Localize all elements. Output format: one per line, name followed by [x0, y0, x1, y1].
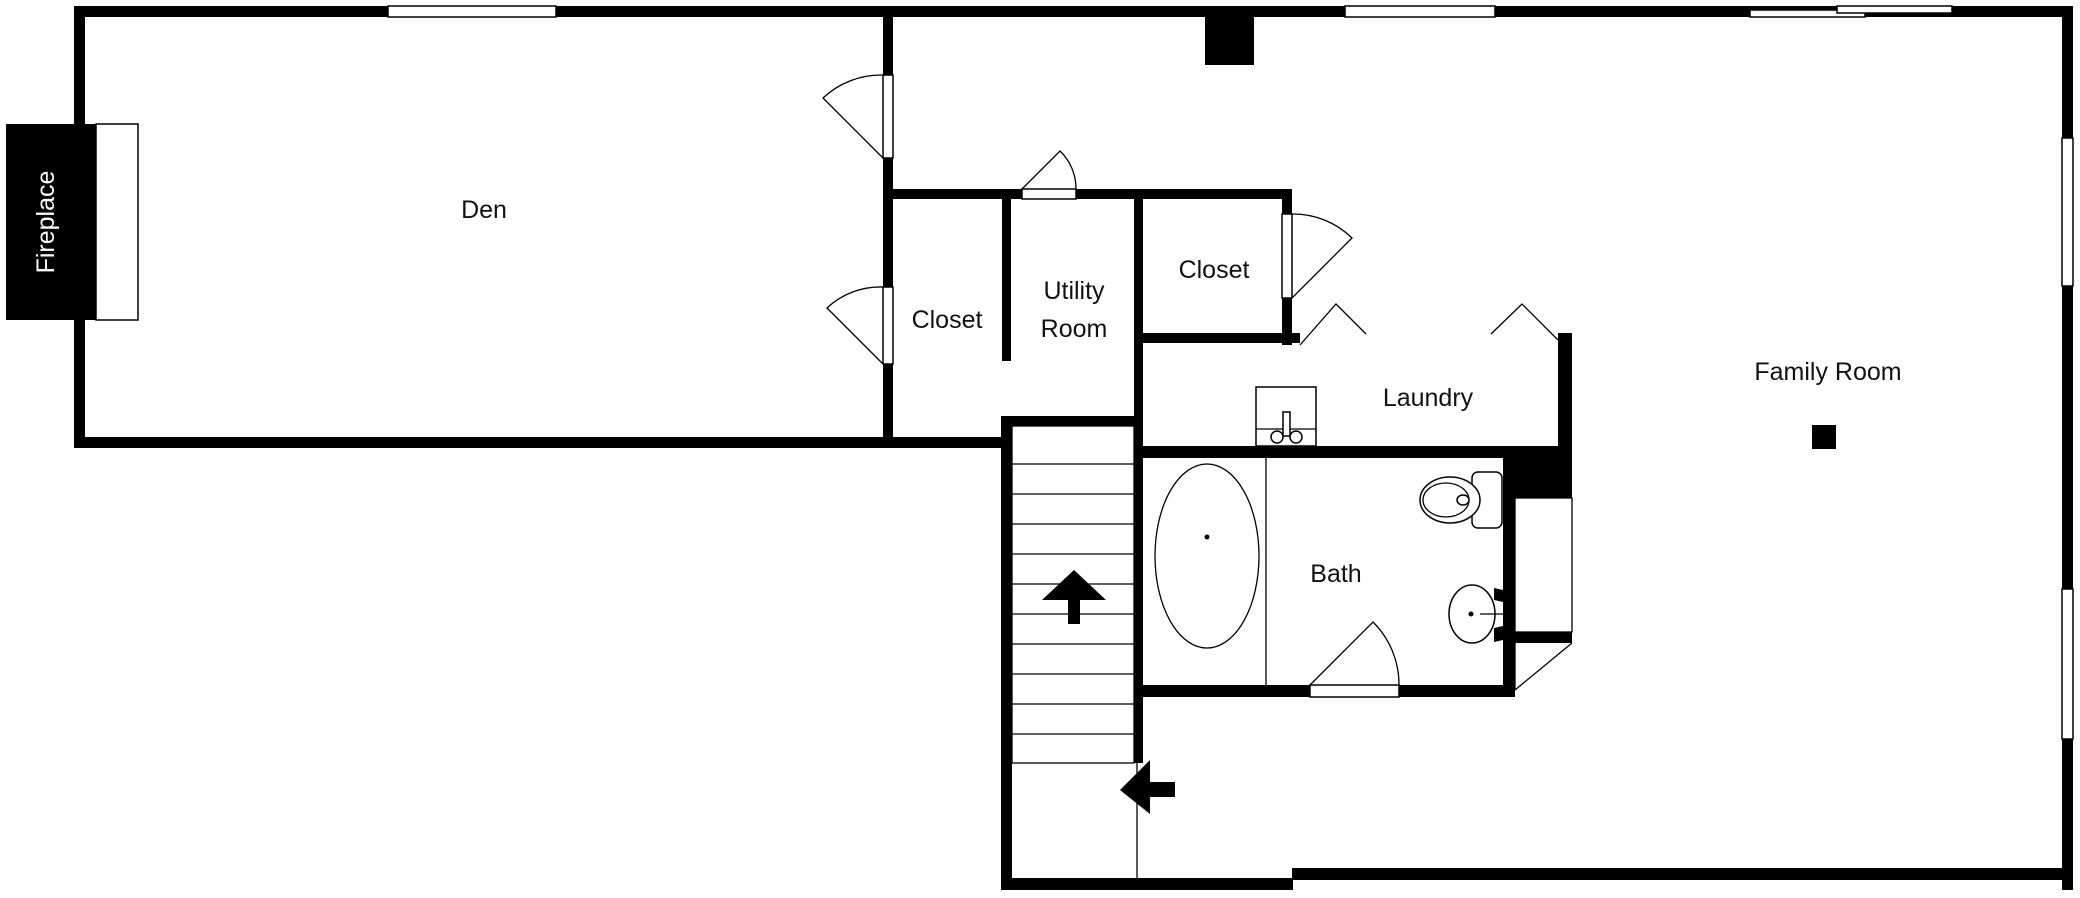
windows	[387, 5, 2074, 740]
stair-outline	[1011, 425, 1135, 764]
room-label-utility-2: Room	[1041, 315, 1108, 343]
wall-stair-right	[1134, 193, 1143, 763]
door-utility	[1021, 150, 1077, 200]
room-label-utility-1: Utility	[1043, 277, 1105, 305]
room-label-closet-left: Closet	[912, 306, 983, 334]
window-right-upper	[2061, 137, 2074, 287]
door-den-lower	[826, 286, 894, 365]
room-label-den: Den	[461, 196, 507, 224]
arrow-up-icon	[1042, 570, 1106, 624]
wall-rcloset-bottom	[1143, 333, 1300, 343]
bathtub	[1154, 458, 1267, 685]
fixtures	[1154, 386, 1503, 685]
toilet	[1419, 471, 1503, 529]
laundry-sink	[1255, 386, 1317, 447]
wall-closet-top	[883, 189, 1292, 199]
wall-bottom-right	[1292, 868, 2073, 880]
wall-bottom-left	[1001, 878, 1293, 890]
window-den-top	[387, 5, 557, 18]
chimney	[1205, 6, 1254, 65]
fireplace-body	[6, 124, 96, 320]
window-right-lower	[2061, 588, 2074, 740]
room-label-bath: Bath	[1310, 560, 1361, 588]
door-bath-closet	[1514, 642, 1573, 692]
room-label-family-room: Family Room	[1754, 358, 1901, 386]
window-family-top	[1344, 5, 1496, 18]
fireplace: Fireplace	[6, 123, 139, 321]
arrow-left-icon	[1120, 760, 1175, 814]
wall-stair-left	[1001, 416, 1012, 890]
wall-den-right	[883, 6, 893, 448]
stairs	[1011, 425, 1175, 880]
wall-top	[74, 6, 2072, 17]
wall-closet-utility	[1002, 189, 1011, 361]
wall-laundry-right	[1558, 333, 1572, 458]
wall-bath-closet-bottom	[1507, 632, 1572, 643]
wall-den-bottom	[74, 437, 1006, 448]
door-closet-right	[1281, 213, 1353, 299]
door-bath	[1309, 621, 1400, 698]
fireplace-hearth	[95, 123, 139, 321]
wall-laundry-bath	[1143, 446, 1572, 458]
family-room-post	[1812, 425, 1836, 449]
bath-closet	[1514, 497, 1573, 633]
walls	[74, 6, 2073, 890]
window-slider-b	[1836, 5, 1953, 14]
room-label-laundry: Laundry	[1383, 384, 1474, 412]
wall-right	[2062, 6, 2073, 890]
wall-stair-top	[1001, 416, 1139, 426]
pillar-bath	[1507, 446, 1572, 498]
room-labels: Den Closet Utility Room Closet Laundry B…	[461, 196, 1902, 588]
fireplace-label: Fireplace	[32, 171, 60, 274]
room-label-closet-right: Closet	[1179, 256, 1250, 284]
doors	[822, 74, 1573, 698]
bath-sink	[1448, 584, 1503, 644]
door-den-upper	[822, 74, 894, 159]
door-laundry-bifold	[1299, 303, 1559, 346]
